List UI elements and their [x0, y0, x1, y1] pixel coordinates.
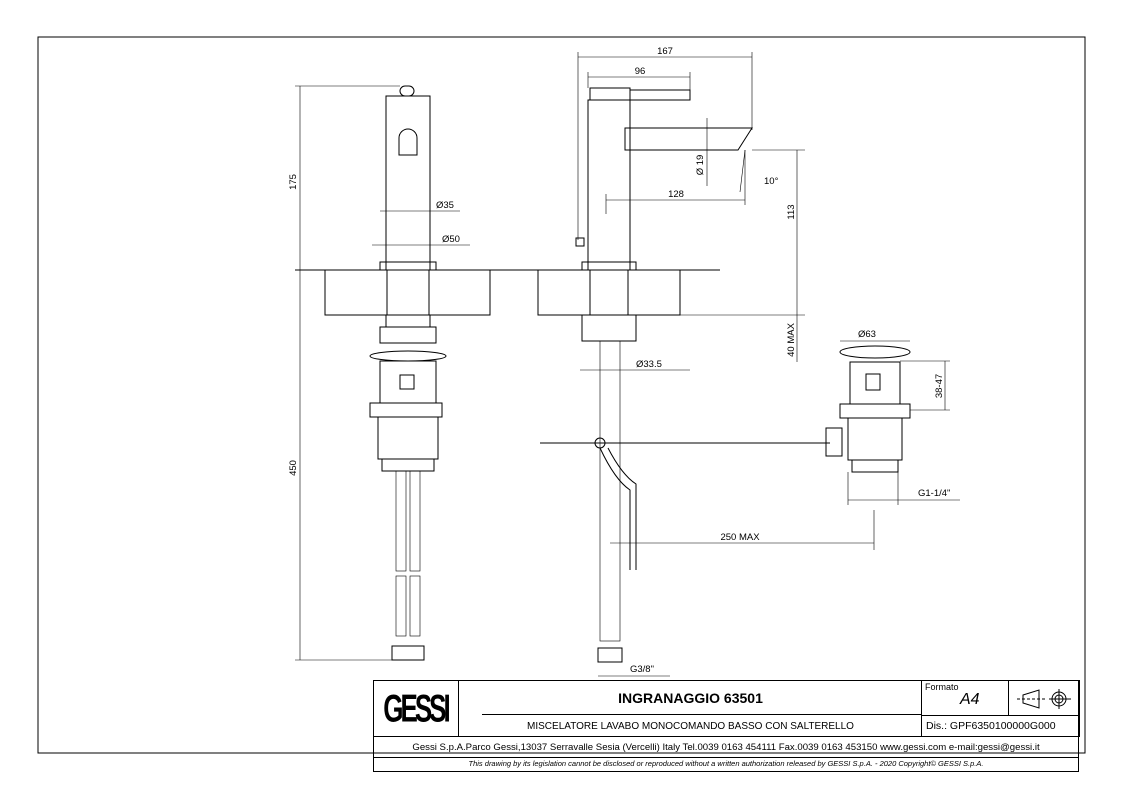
format-cell: Formato A4: [921, 680, 1009, 716]
front-view: 175 450 Ø35 Ø50: [288, 85, 720, 661]
drawing-subtitle: MISCELATORE LAVABO MONOCOMANDO BASSO CON…: [527, 721, 854, 732]
dim-10-deg: 10°: [764, 176, 779, 187]
dim-167: 167: [657, 46, 673, 57]
format-value: A4: [960, 691, 980, 708]
dim-450: 450: [288, 460, 299, 476]
gessi-logo: GESSI: [373, 680, 459, 737]
dim-113: 113: [786, 204, 797, 219]
hose-side: [599, 340, 621, 642]
drain-body: [847, 417, 903, 461]
company-address: Gessi S.p.A.Parco Gessi,13037 Serravalle…: [373, 736, 1079, 758]
hose-right: [409, 470, 421, 572]
dim-40-max: 40 MAX: [786, 322, 797, 356]
dim-g3-8: G3/8": [630, 664, 654, 675]
hose-left: [395, 470, 407, 572]
dim-g1-1-4: G1-1/4": [918, 488, 950, 499]
dim-19: Ø 19: [695, 155, 706, 176]
dim-128: 128: [668, 189, 684, 200]
drawing-number: Dis.: GPF6350100000G000: [921, 715, 1080, 737]
drawing-border: [37, 36, 1086, 754]
dim-63: Ø63: [858, 329, 876, 340]
format-label: Formato: [925, 682, 959, 692]
first-angle-projection-icon: [1008, 680, 1080, 716]
counter-slab: [324, 269, 491, 316]
side-view: 167 96 Ø 19 128 10° 113 40 MAX Ø33.5 Ø63…: [537, 46, 960, 677]
spout: [624, 127, 753, 151]
faucet-body-side: [587, 99, 631, 271]
logo-text: GESSI: [383, 685, 451, 731]
drain-cap: [369, 350, 447, 362]
faucet-body: [385, 95, 431, 271]
dim-175: 175: [288, 174, 299, 190]
copyright-disclaimer: This drawing by its legislation cannot b…: [468, 759, 984, 768]
lever-handle: [629, 89, 691, 101]
dim-96: 96: [635, 66, 646, 77]
dim-38-47: 38-47: [934, 374, 945, 398]
dim-33-5: Ø33.5: [636, 359, 662, 370]
drawing-title: INGRANAGGIO 63501: [618, 690, 763, 706]
title-block: GESSI INGRANAGGIO 63501 MISCELATORE LAVA…: [373, 680, 1080, 772]
dim-35: Ø35: [436, 200, 454, 211]
dim-250-max: 250 MAX: [720, 532, 760, 543]
dim-50: Ø50: [442, 234, 460, 245]
spout-outlet: [398, 128, 418, 156]
